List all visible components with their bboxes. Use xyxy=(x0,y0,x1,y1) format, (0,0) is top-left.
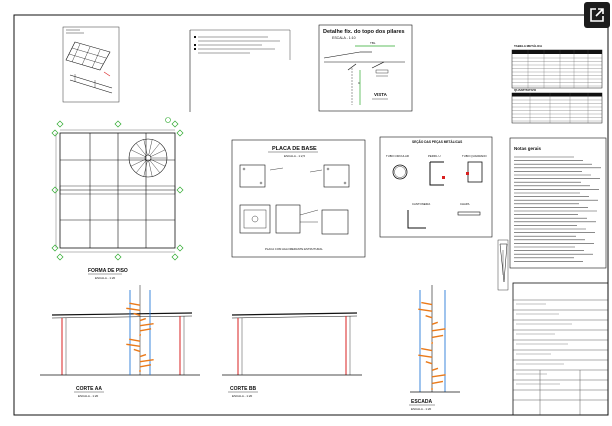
green-label: TBL xyxy=(370,41,376,45)
detalhe-fixacao: Detalhe fix. do topo dos pilares ESCALA … xyxy=(318,24,413,112)
metal-table-1: TABELA METÁLICA xyxy=(511,43,603,89)
metal-table-2: QUANTITATIVO xyxy=(511,88,603,124)
chapa-label: CHAPA xyxy=(460,202,470,206)
notas-title: Notas gerais xyxy=(514,146,542,151)
cantoneira-label: CANTONEIRA xyxy=(412,202,430,206)
title-block xyxy=(512,282,609,416)
placa-title: PLACA DE BASE xyxy=(272,146,317,152)
escada-scale: ESCALA - 1:20 xyxy=(411,407,432,411)
secoes-title: SEÇÃO DAS PEÇAS METÁLICAS xyxy=(412,139,462,144)
red-mark: C xyxy=(358,81,361,85)
sheet-border xyxy=(13,14,609,416)
forma-scale: ESCALA - 1:20 xyxy=(95,276,116,280)
forma-de-piso: FORMA DE PISO ESCALA - 1:20 xyxy=(51,117,184,280)
corte-aa-title: CORTE AA xyxy=(76,386,102,392)
top-notes-block xyxy=(189,29,291,112)
escada: ESCADA ESCALA - 1:20 xyxy=(409,285,460,411)
corte-aa-scale: ESCALA - 1:20 xyxy=(78,394,99,398)
corte-bb: CORTE BB ESCALA - 1:20 xyxy=(222,312,362,398)
perfil-u-label: PERFIL U xyxy=(428,154,441,158)
placa-caption: PLACA COM AGLOMERANTE ESTRUTURAL xyxy=(265,247,323,251)
tubo-circular-label: TUBO CIRCULAR xyxy=(386,154,409,158)
notas-gerais: Notas gerais xyxy=(509,137,607,269)
placa-scale: ESCALA - 1:2,5 xyxy=(284,154,305,158)
corte-bb-scale: ESCALA - 1:20 xyxy=(232,394,253,398)
vista-label: VISTA xyxy=(374,92,388,97)
table2-title: QUANTITATIVO xyxy=(514,88,537,92)
pillar-detail xyxy=(497,239,509,291)
placa-de-base: PLACA DE BASE ESCALA - 1:2,5 PLACA COM A… xyxy=(231,139,366,258)
corte-bb-title: CORTE BB xyxy=(230,386,257,392)
corte-aa: CORTE AA ESCALA - 1:20 xyxy=(40,285,200,398)
detalhe-title: Detalhe fix. do topo dos pilares xyxy=(323,29,405,35)
forma-title: FORMA DE PISO xyxy=(88,268,128,274)
iso-detail xyxy=(62,26,120,103)
tubo-quadrado-label: TUBO QUADRADO xyxy=(462,154,488,158)
secao-pecas-metalicas: SEÇÃO DAS PEÇAS METÁLICAS TUBO CIRCULAR … xyxy=(379,136,493,238)
escada-title: ESCADA xyxy=(411,399,433,405)
table1-title: TABELA METÁLICA xyxy=(514,43,543,48)
open-in-new-button[interactable] xyxy=(584,2,610,28)
open-in-new-icon xyxy=(590,8,604,22)
detalhe-scale: ESCALA - 1:10 xyxy=(332,36,356,40)
